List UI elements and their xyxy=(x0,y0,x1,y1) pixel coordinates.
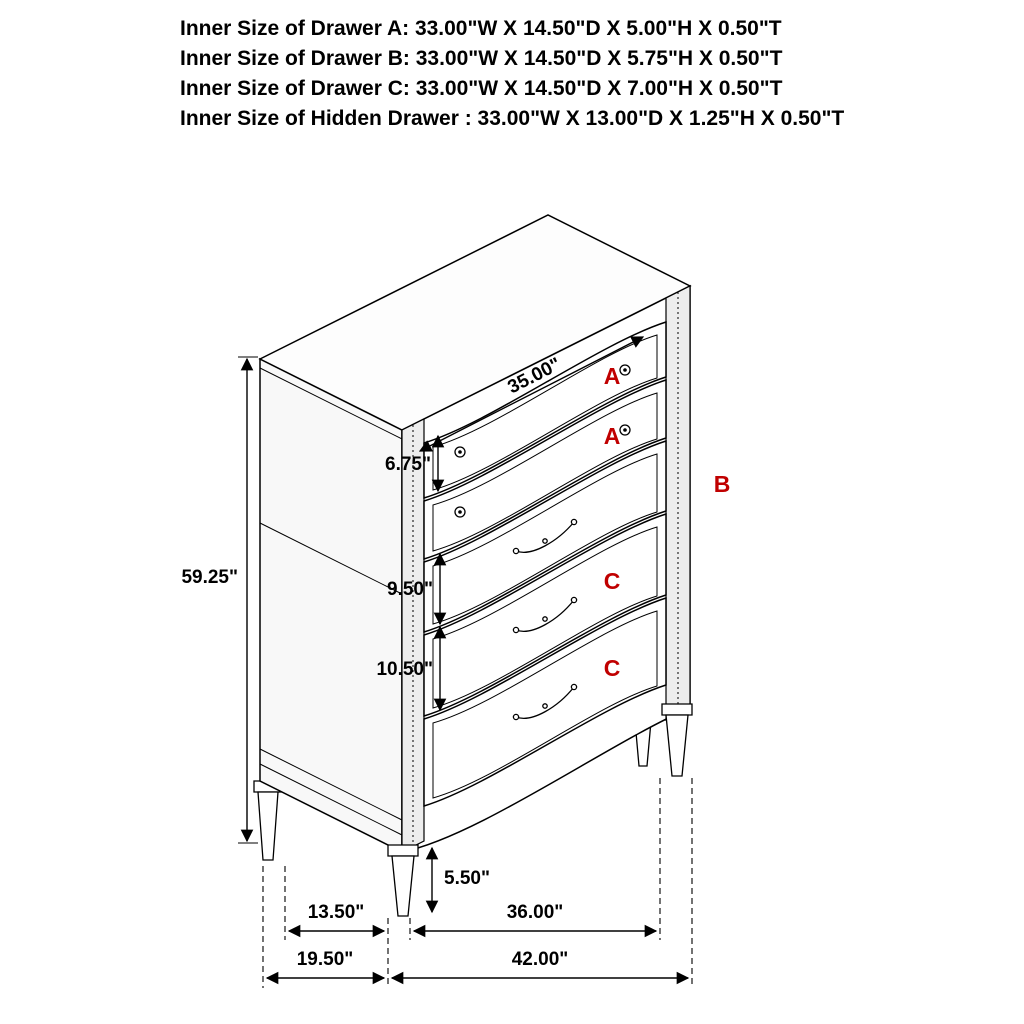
bottom-drawer-height-label: 10.50" xyxy=(376,659,433,680)
overall-height-label: 59.25" xyxy=(181,567,238,588)
left-fluted-pilaster xyxy=(401,418,425,853)
drawer-c1-letter: C xyxy=(604,568,621,594)
side-panel-mid-line xyxy=(259,522,403,595)
drawer-bail-handle-icon xyxy=(512,518,578,721)
drawer-a-height-label: 6.75" xyxy=(385,454,431,475)
dimension-lines xyxy=(238,336,690,985)
header-line-drawer-c: Inner Size of Drawer C: 33.00"W X 14.50"… xyxy=(180,77,783,100)
chest-back-left-leg xyxy=(253,780,283,861)
top-depth-label: 13.50" xyxy=(308,902,365,923)
drawer-c-height-label: 9.50" xyxy=(387,579,433,600)
header-line-drawer-a: Inner Size of Drawer A: 33.00"W X 14.50"… xyxy=(180,17,782,40)
front-width-label: 36.00" xyxy=(507,902,564,923)
right-fluted-pilaster xyxy=(665,285,691,721)
header-line-drawer-b: Inner Size of Drawer B: 33.00"W X 14.50"… xyxy=(180,47,783,70)
chest-front-left-leg xyxy=(387,844,419,917)
overall-depth-label: 19.50" xyxy=(297,949,354,970)
header-line-hidden-drawer: Inner Size of Hidden Drawer : 33.00"W X … xyxy=(180,107,845,130)
side-panel-base-molding-line2 xyxy=(259,763,403,836)
drawer-c2-letter: C xyxy=(604,655,621,681)
dimension-extension-lines xyxy=(262,778,693,988)
drawer-a1-letter: A xyxy=(604,363,621,389)
side-panel-base-molding-line xyxy=(259,748,403,821)
leg-height-label: 5.50" xyxy=(444,868,490,889)
chest-side-panel xyxy=(259,357,403,854)
inner-size-header: Inner Size of Drawer A: 33.00"W X 14.50"… xyxy=(180,14,844,134)
chest-front-right-leg xyxy=(661,703,693,777)
drawer-b-letter: B xyxy=(714,471,731,497)
overall-width-label: 42.00" xyxy=(512,949,569,970)
drawer-a2-letter: A xyxy=(604,423,621,449)
